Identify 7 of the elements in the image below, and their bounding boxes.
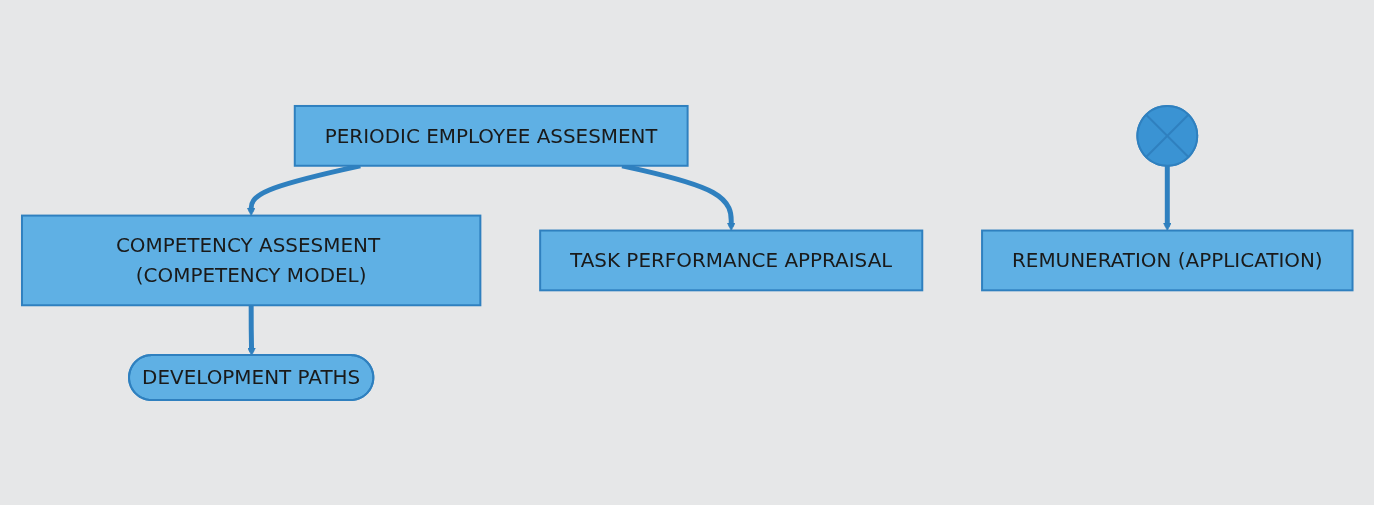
node-box — [293, 104, 689, 167]
arrow — [1162, 165, 1172, 231]
node-box — [538, 229, 923, 291]
node-box — [980, 229, 1354, 291]
node-box — [20, 214, 482, 306]
arrow — [246, 304, 256, 356]
flowchart-drawing: PERIODIC EMPLOYEE ASSESMENT COMPETENCY ASSESMENT (COMPETENCY MODEL) TASK PERFORMANCE APPRAISAL DEVELOPMENT PATHS REMUNERATION (APPLICATION) — [13, 97, 1361, 408]
